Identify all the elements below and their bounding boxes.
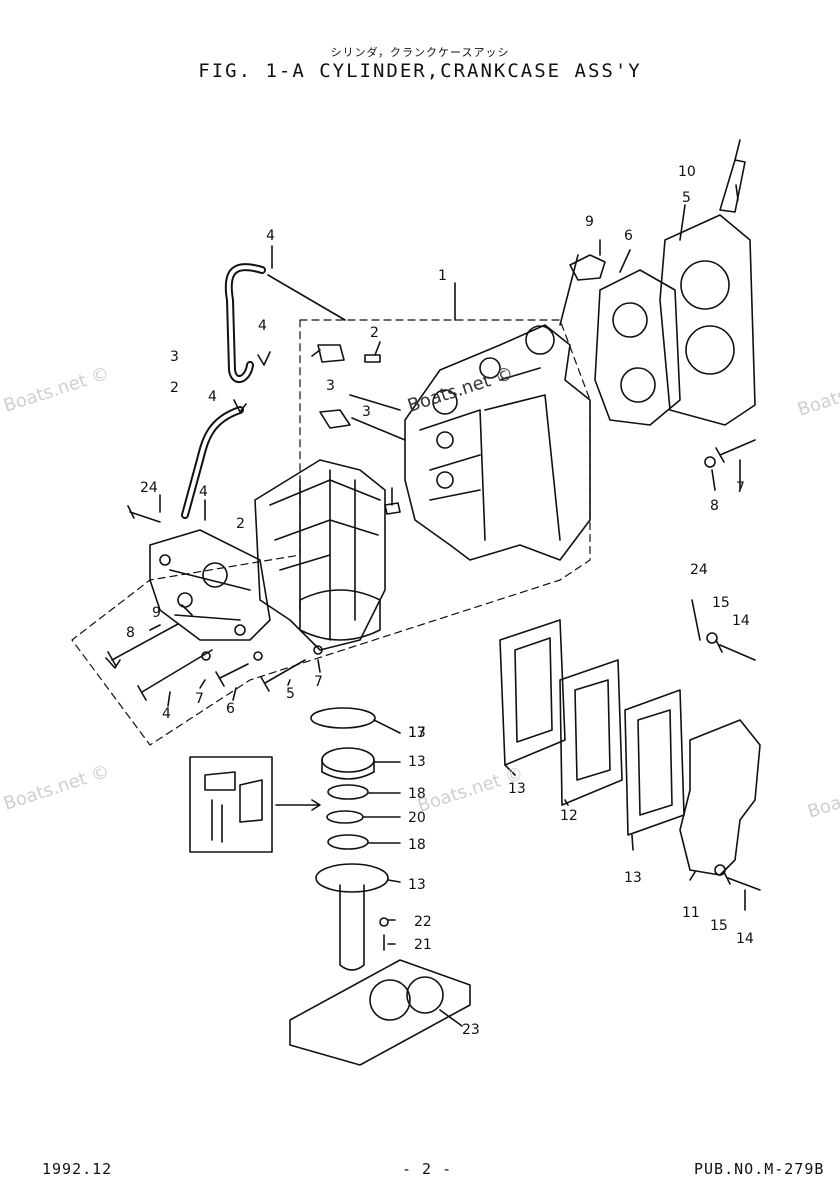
callout-4e: 4 [162,706,171,722]
callout-14a: 14 [732,613,750,629]
callout-7b: 7 [195,691,204,707]
gasket-13a [499,619,566,766]
callout-12: 12 [560,808,578,824]
watermark-left-upper: Boats.net © [1,363,112,417]
bolt-7-right [715,439,756,463]
callout-10: 10 [678,164,696,180]
callout-13c: 13 [408,877,426,893]
callout-13e: 13 [624,870,642,886]
footer-page-number: - 2 - [402,1160,453,1178]
callout-4a: 4 [266,228,275,244]
seal-housing-19b [315,863,389,893]
callout-4b: 4 [258,318,267,334]
cylinder-head-cover-5 [659,214,756,426]
callout-8b: 8 [126,625,135,641]
assembly-dashed-outline [71,319,591,746]
exhaust-plate-11 [679,719,761,876]
oil-seal-18a [327,784,369,800]
bolt-14-upper [715,639,756,661]
callout-6b: 6 [226,701,235,717]
callout-7a: 7 [736,480,745,496]
bolt-5 [260,659,306,692]
crankcase-body [404,324,591,561]
japanese-subtitle: シリンダ，クランクケースアッシ [330,46,510,59]
callout-24b: 24 [690,562,708,578]
base-gasket-23 [289,959,471,1066]
watermark-center: Boats.net © [405,363,516,417]
callout-13d: 13 [508,781,526,797]
oil-seal-18b [327,834,369,850]
callout-14b: 14 [736,931,754,947]
figure-title: FIG. 1-A CYLINDER,CRANKCASE ASS'Y [198,60,642,82]
bolt-24 [127,505,161,523]
callout-8a: 8 [710,498,719,514]
callout-23: 23 [462,1022,480,1038]
head-gasket-6 [594,269,681,426]
callout-2c: 2 [236,516,245,532]
seal-housing-19a [321,747,375,773]
callout-11: 11 [682,905,700,921]
callout-21: 21 [414,937,432,953]
callout-18b: 18 [408,837,426,853]
callout-5a: 5 [682,190,691,206]
bolt-14-lower [723,871,761,891]
callout-9b: 9 [152,605,161,621]
bolt-4-long [137,649,213,701]
callout-5b: 5 [286,686,295,702]
callout-24a: 24 [140,480,158,496]
ring-20 [326,810,364,824]
callout-3b: 3 [326,378,335,394]
clip-4b [233,399,247,413]
gasket-13b [624,689,685,836]
cylinder-block [254,459,386,651]
callout-9a: 9 [585,214,594,230]
callout-18a: 18 [408,786,426,802]
nipple-1 [384,502,401,515]
callout-4c: 4 [208,389,217,405]
gasket-12 [559,659,623,806]
callout-2b: 2 [170,380,179,396]
watermark-right-lower: Boats.net © [805,769,840,823]
callout-13b: 13 [408,754,426,770]
footer-date: 1992.12 [42,1160,113,1178]
callout-2a: 2 [370,325,379,341]
callout-1: 1 [438,268,447,284]
clip-4a [257,351,271,366]
callout-13a: 13 [408,725,426,741]
callout-3c: 3 [362,404,371,420]
callout-3a: 3 [170,349,179,365]
callout-20: 20 [408,810,426,826]
callout-17: 17 [408,725,426,741]
exhaust-cover [149,529,271,641]
callout-6a: 6 [624,228,633,244]
footer-publication-number: PUB.NO.M-279B [694,1160,825,1178]
spark-plug-10 [719,139,746,213]
seal-detail-inset [189,756,273,853]
callout-4d: 4 [199,484,208,500]
elbow-fitting-3b [319,409,351,429]
callout-15b: 15 [710,918,728,934]
elbow-fitting-3a [311,344,345,363]
watermark-right: Boats.net © [795,367,840,421]
bolt-8 [105,623,179,669]
o-ring-17 [310,707,376,729]
callout-22: 22 [414,914,432,930]
bolt-24-right [691,599,701,641]
callout-15a: 15 [712,595,730,611]
bolt-6 [215,663,249,687]
nipple-2a [364,354,381,363]
thermostat-9 [569,254,606,281]
watermark-left-lower: Boats.net © [1,761,112,815]
callout-7c: 7 [314,674,323,690]
